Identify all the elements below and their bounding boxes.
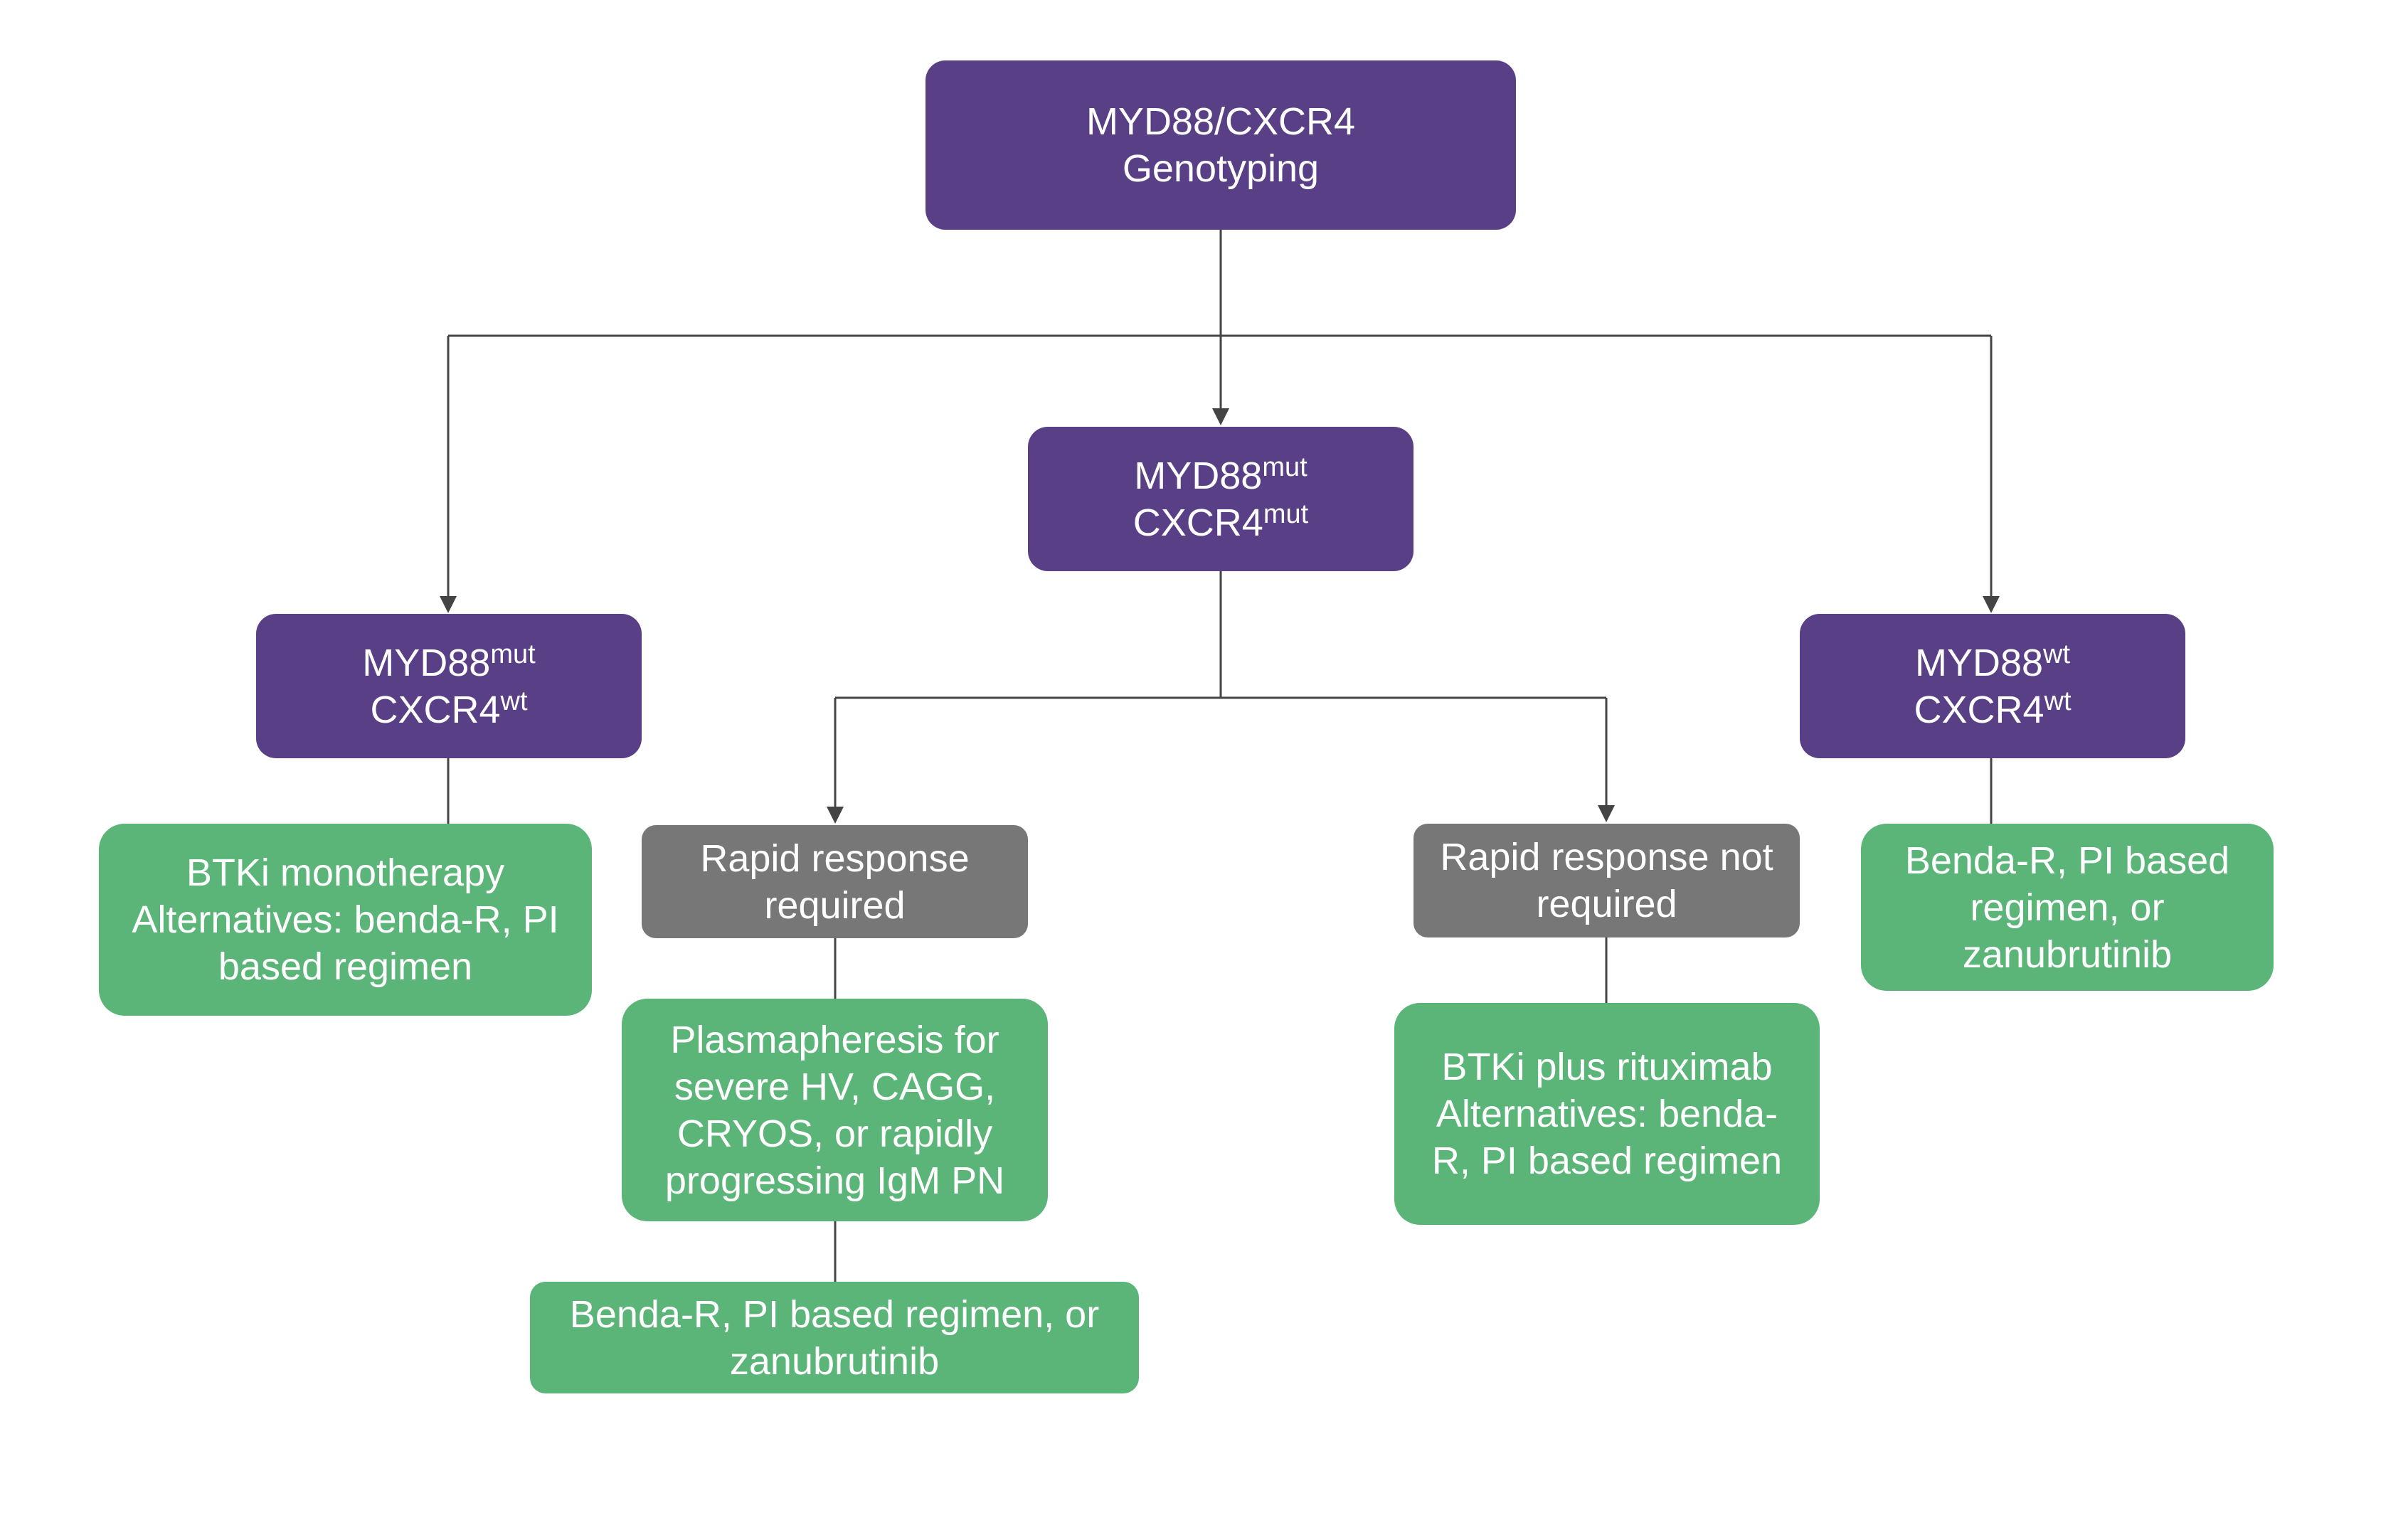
left-gene-2: CXCR4 [370, 688, 501, 731]
bottom-treatment-line-2: zanubrutinib [729, 1339, 940, 1383]
bottom-treatment-line-1: Benda-R, PI based regimen, or [569, 1292, 1100, 1336]
root-genotyping-node: MYD88/CXCR4 Genotyping [925, 60, 1516, 230]
left-sup-2: wt [500, 686, 528, 716]
bottom-treatment-node: Benda-R, PI based regimen, or zanubrutin… [530, 1282, 1139, 1393]
right-sup-2: wt [2044, 686, 2072, 716]
right-line-2: CXCR4wt [1914, 686, 2071, 733]
left-treatment-line-2: Alternatives: benda-R, PI [132, 898, 559, 941]
center-sup-2: mut [1263, 499, 1309, 529]
btki-rituximab-line-3: R, PI based regimen [1431, 1139, 1783, 1182]
btki-rituximab-node: BTKi plus rituximab Alternatives: benda-… [1394, 1003, 1820, 1225]
right-treatment-line-2: regimen, or [1970, 886, 2165, 929]
left-line-1: MYD88mut [362, 639, 535, 686]
btki-rituximab-line-1: BTKi plus rituximab [1441, 1046, 1773, 1088]
right-line-1: MYD88wt [1915, 639, 2070, 686]
arrowhead-left [440, 596, 457, 613]
right-gene-1: MYD88 [1914, 641, 2044, 684]
center-genotype-node: MYD88mut CXCR4mut [1028, 427, 1413, 571]
root-line-2: Genotyping [1122, 147, 1320, 190]
left-treatment-line-1: BTKi monotherapy [186, 851, 505, 894]
rapid-not-required-line-2: required [1536, 883, 1677, 925]
plasmapheresis-line-4: progressing IgM PN [664, 1159, 1005, 1202]
right-genotype-node: MYD88wt CXCR4wt [1800, 614, 2185, 758]
left-sup-1: mut [490, 639, 536, 669]
rapid-required-line-2: required [764, 883, 906, 927]
rapid-required-line-1: Rapid response [700, 836, 970, 880]
center-line-1: MYD88mut [1134, 452, 1307, 499]
plasmapheresis-line-1: Plasmapheresis for [670, 1018, 999, 1061]
arrowhead-rapid-required [827, 807, 844, 824]
arrowhead-center [1212, 408, 1229, 425]
rapid-response-not-required-node: Rapid response not required [1413, 824, 1800, 937]
left-gene-1: MYD88 [362, 641, 491, 684]
left-treatment-line-3: based regimen [218, 945, 473, 988]
plasmapheresis-line-2: severe HV, CAGG, [674, 1065, 996, 1108]
center-sup-1: mut [1262, 452, 1308, 482]
center-line-2: CXCR4mut [1133, 499, 1308, 546]
right-gene-2: CXCR4 [1914, 688, 2044, 731]
root-line-1: MYD88/CXCR4 [1086, 100, 1356, 143]
arrowhead-rapid-not-required [1598, 805, 1615, 822]
btki-rituximab-line-2: Alternatives: benda- [1436, 1093, 1778, 1135]
left-genotype-node: MYD88mut CXCR4wt [256, 614, 642, 758]
arrowhead-right [1983, 596, 2000, 613]
rapid-response-required-node: Rapid response required [642, 825, 1028, 938]
rapid-not-required-line-1: Rapid response not [1440, 836, 1773, 878]
right-treatment-line-1: Benda-R, PI based [1904, 839, 2230, 882]
plasmapheresis-line-3: CRYOS, or rapidly [677, 1112, 993, 1155]
right-treatment-line-3: zanubrutinib [1962, 933, 2173, 976]
plasmapheresis-node: Plasmapheresis for severe HV, CAGG, CRYO… [622, 999, 1048, 1221]
right-treatment-node: Benda-R, PI based regimen, or zanubrutin… [1861, 824, 2274, 991]
center-gene-1: MYD88 [1134, 454, 1263, 497]
right-sup-1: wt [2043, 639, 2071, 669]
left-line-2: CXCR4wt [370, 686, 527, 733]
center-gene-2: CXCR4 [1133, 501, 1263, 544]
left-treatment-node: BTKi monotherapy Alternatives: benda-R, … [99, 824, 592, 1016]
